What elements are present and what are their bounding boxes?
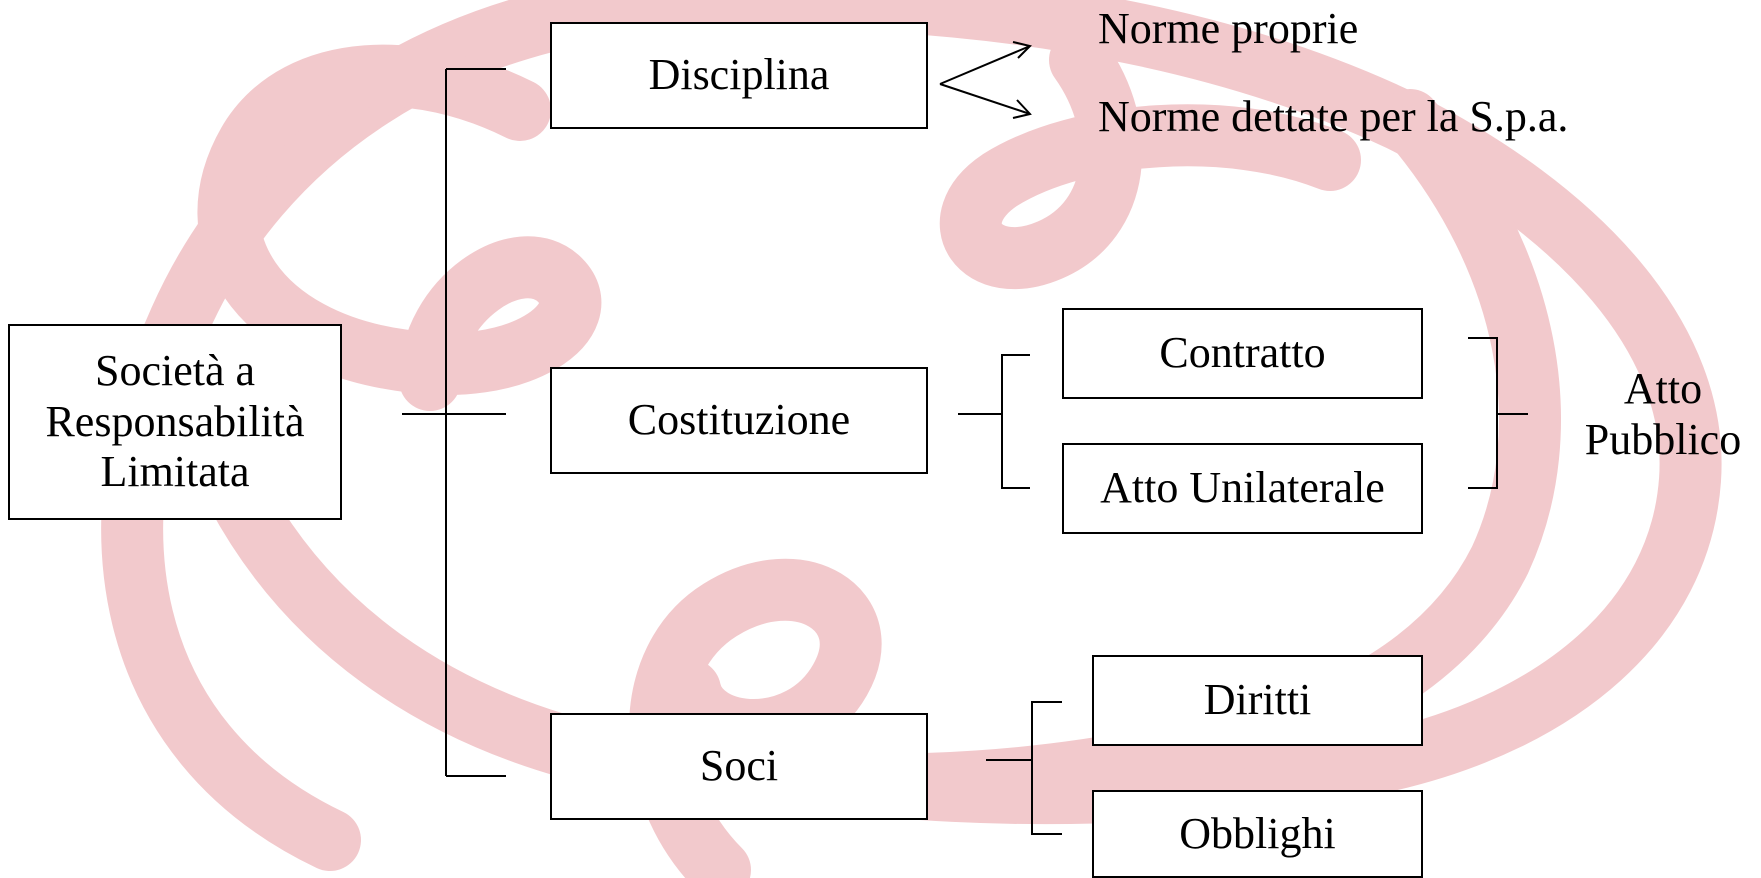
soci-box-diritti: Diritti (1092, 655, 1423, 746)
root-box-srl: Società a Responsabilità Limitata (8, 324, 342, 520)
costituzione-label-contratto: Contratto (1159, 328, 1326, 378)
soci-label-diritti: Diritti (1203, 675, 1312, 725)
branch-label-soci: Soci (699, 741, 779, 791)
root-label-line1: Società a (94, 346, 256, 396)
costituzione-box-contratto: Contratto (1062, 308, 1423, 399)
watermark-left-curl (197, 44, 602, 411)
atto-pubblico-line1: Atto (1623, 364, 1703, 413)
arrowhead-norme-spa (1012, 99, 1032, 119)
atto-pubblico-bracket (1468, 337, 1498, 489)
branch-box-costituzione: Costituzione (550, 367, 928, 474)
arrowhead-norme-proprie (1012, 41, 1032, 59)
branch-box-disciplina: Disciplina (550, 22, 928, 129)
costituzione-label-atto-unilaterale: Atto Unilaterale (1100, 463, 1385, 513)
costituzione-result-atto-pubblico: Atto Pubblico (1574, 364, 1752, 465)
arrow-to-norme-spa (939, 83, 1031, 115)
root-label: Società a Responsabilità Limitata (45, 346, 304, 498)
root-label-line2: Responsabilità (45, 396, 305, 446)
arrow-to-norme-proprie (939, 45, 1031, 85)
root-label-line3: Limitata (100, 447, 250, 497)
watermark-right-curl (939, 29, 1361, 290)
soci-bracket (1031, 701, 1062, 835)
branch-label-costituzione: Costituzione (627, 395, 851, 445)
disciplina-item-norme-proprie: Norme proprie (1098, 4, 1359, 53)
costituzione-bracket (1001, 354, 1030, 489)
branch-label-disciplina: Disciplina (648, 50, 830, 100)
soci-label-obblighi: Obblighi (1179, 808, 1336, 858)
atto-pubblico-line2: Pubblico (1584, 414, 1742, 464)
branch-box-soci: Soci (550, 713, 928, 820)
soci-box-obblighi: Obblighi (1092, 790, 1423, 878)
disciplina-item-norme-spa: Norme dettate per la S.p.a. (1098, 92, 1569, 141)
costituzione-box-atto-unilaterale: Atto Unilaterale (1062, 443, 1423, 534)
